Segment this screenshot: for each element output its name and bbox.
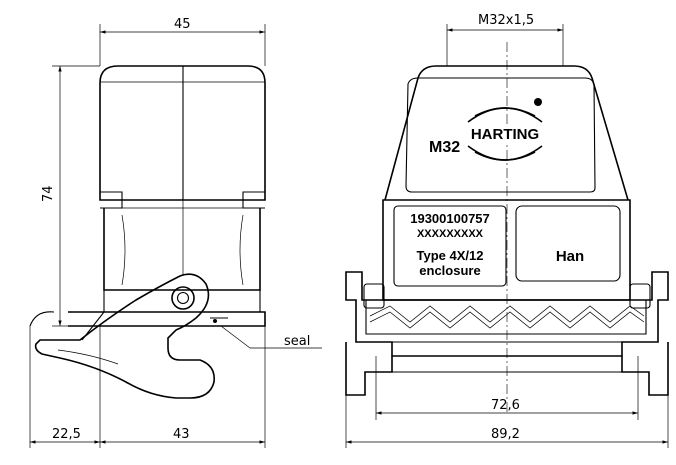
harting-logo: HARTING M32 [429,98,544,161]
side-view [29,65,266,399]
dim-bottom-left-a: 22,5 [52,427,81,442]
brand-text: HARTING [471,126,539,143]
side-view-dimensions: 45 74 22,5 43 seal [29,17,322,448]
type-line-1: Type 4X/12 [417,248,484,263]
dim-inner-width: 72,6 [491,398,520,413]
thread-size-text: M32 [429,139,460,156]
marking-label: 19300100757 XXXXXXXXX Type 4X/12 enclosu… [410,211,584,278]
seal-callout: seal [284,334,310,349]
type-line-2: enclosure [419,263,480,278]
dim-bottom-left-b: 43 [173,427,190,442]
front-view-dimensions: M32x1,5 72,6 89,2 [345,13,669,448]
series-text: Han [556,248,584,265]
placeholder-code: XXXXXXXXX [417,228,484,240]
dim-height-left: 74 [41,185,56,202]
dim-thread: M32x1,5 [478,13,534,28]
dim-outer-width: 89,2 [491,427,520,442]
dim-width-top: 45 [174,17,191,32]
front-view [345,42,669,412]
part-number: 19300100757 [410,211,490,226]
